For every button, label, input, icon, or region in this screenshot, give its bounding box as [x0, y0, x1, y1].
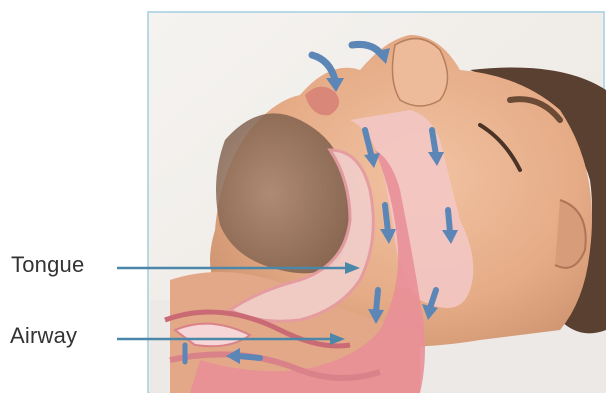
airflow-arrow-icon	[432, 130, 436, 155]
airflow-arrow-icon	[448, 210, 450, 232]
airflow-arrow-icon	[385, 205, 388, 232]
airway-label: Airway	[10, 323, 77, 349]
tongue-label: Tongue	[11, 252, 84, 278]
airflow-arrow-icon	[376, 290, 378, 312]
nose	[392, 39, 447, 106]
airflow-arrow-icon	[238, 356, 260, 358]
